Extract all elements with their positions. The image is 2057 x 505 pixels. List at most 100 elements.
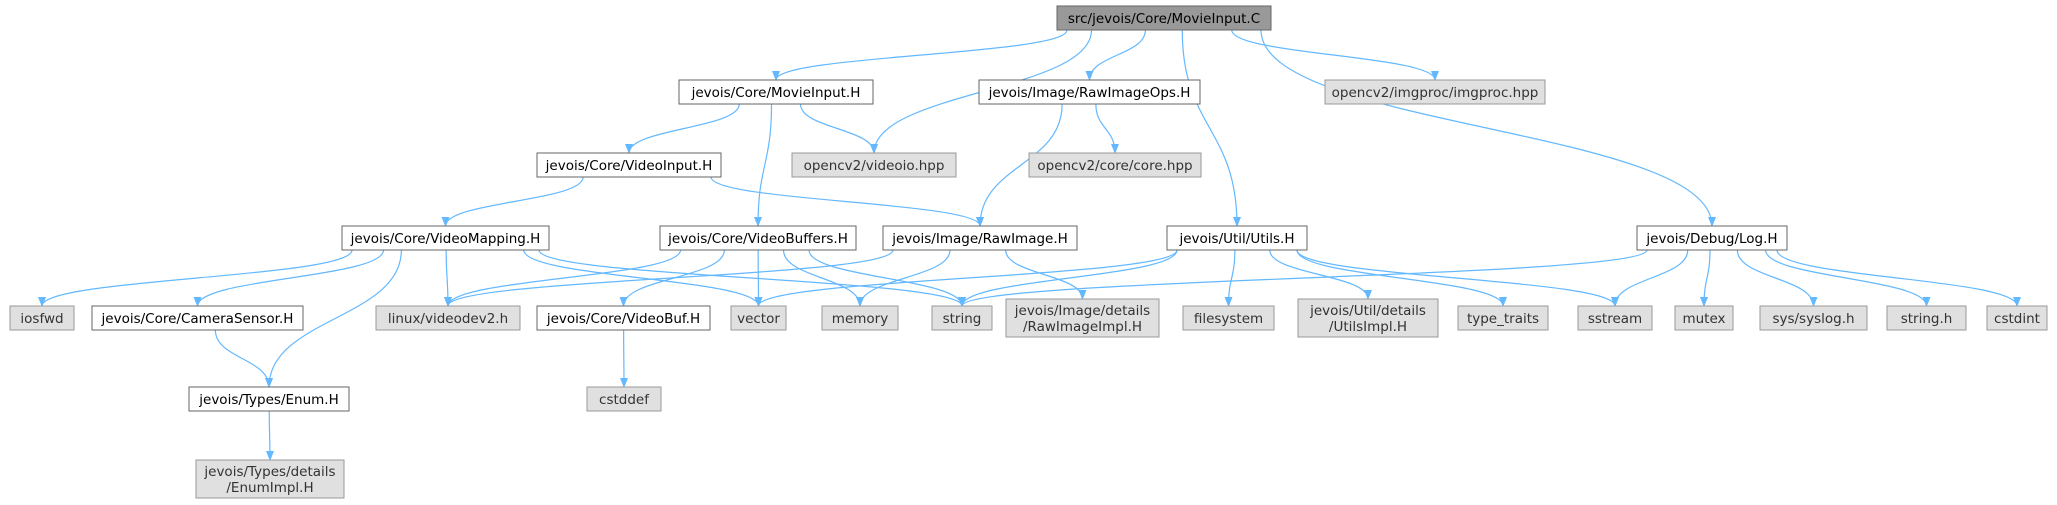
node-utils[interactable]: jevois/Util/Utils.H xyxy=(1166,225,1308,251)
node-label: jevois/Core/VideoBuffers.H xyxy=(667,231,848,247)
node-rawimageops[interactable]: jevois/Image/RawImageOps.H xyxy=(978,79,1201,105)
edge-root-to-rawimageops xyxy=(1085,29,1146,81)
node-string: string xyxy=(931,305,993,331)
node-opencvvideoio: opencv2/videoio.hpp xyxy=(791,152,957,178)
node-box xyxy=(678,79,874,105)
node-label: /UtilsImpl.H xyxy=(1329,319,1407,335)
edge-videoinputh-to-videomapping xyxy=(441,176,584,227)
node-videobuffers[interactable]: jevois/Core/VideoBuffers.H xyxy=(659,225,857,251)
node-utilsimpl: jevois/Util/details/UtilsImpl.H xyxy=(1297,298,1439,338)
edge-videomapping-to-iosfwd xyxy=(38,249,353,307)
edge-videomapping-to-camerasensor xyxy=(193,249,385,307)
edge-utils-to-sstream xyxy=(1296,249,1619,307)
node-label: jevois/Image/RawImage.H xyxy=(891,231,1068,247)
node-box xyxy=(1636,225,1788,251)
node-enumh[interactable]: jevois/Types/Enum.H xyxy=(188,386,350,412)
edge-root-to-opencvimgproc xyxy=(1231,29,1439,81)
node-box xyxy=(1182,305,1275,331)
edge-log-to-stringh xyxy=(1765,249,1931,307)
node-opencvimgproc: opencv2/imgproc/imgproc.hpp xyxy=(1324,79,1546,105)
edge-log-to-string xyxy=(958,249,1648,307)
edge-log-to-sstream xyxy=(1611,249,1689,307)
edge-rawimage-to-memory xyxy=(856,249,951,307)
node-label: jevois/Image/details xyxy=(1014,303,1150,319)
node-box xyxy=(730,305,787,331)
edge-rawimageops-to-opencvcore xyxy=(1095,103,1119,154)
edge-rawimage-to-videodev2 xyxy=(444,249,894,307)
node-box xyxy=(91,305,304,331)
node-label: jevois/Types/Enum.H xyxy=(198,392,338,408)
node-filesystem: filesystem xyxy=(1182,305,1275,331)
edge-camerasensor-to-enumh xyxy=(214,329,273,388)
node-label: cstddef xyxy=(599,392,650,408)
edge-movieinputh-to-videoinputh xyxy=(625,103,740,154)
node-label: /EnumImpl.H xyxy=(226,480,313,496)
node-box xyxy=(375,305,521,331)
node-label: linux/videodev2.h xyxy=(388,311,508,327)
node-log[interactable]: jevois/Debug/Log.H xyxy=(1636,225,1788,251)
node-box xyxy=(1297,298,1439,338)
node-stringh: string.h xyxy=(1886,305,1967,331)
edge-layer xyxy=(38,29,2021,461)
node-box xyxy=(1577,305,1653,331)
node-label: cstdint xyxy=(1994,311,2040,327)
node-box xyxy=(931,305,993,331)
edge-utils-to-typetraits xyxy=(1296,249,1507,307)
node-mutex: mutex xyxy=(1674,305,1734,331)
node-label: jevois/Core/VideoMapping.H xyxy=(350,231,541,247)
node-label: iosfwd xyxy=(20,311,63,327)
node-box xyxy=(791,152,957,178)
node-label: jevois/Util/Utils.H xyxy=(1178,231,1294,247)
node-camerasensor[interactable]: jevois/Core/CameraSensor.H xyxy=(91,305,304,331)
node-sstream: sstream xyxy=(1577,305,1653,331)
node-vector: vector xyxy=(730,305,787,331)
node-box xyxy=(586,386,662,412)
node-box xyxy=(1056,5,1272,31)
node-rawimage[interactable]: jevois/Image/RawImage.H xyxy=(882,225,1078,251)
node-videoinputh[interactable]: jevois/Core/VideoInput.H xyxy=(536,152,722,178)
node-label: jevois/Core/MovieInput.H xyxy=(691,85,861,101)
node-label: sys/syslog.h xyxy=(1772,311,1854,327)
node-iosfwd: iosfwd xyxy=(9,305,75,331)
node-label: jevois/Types/details xyxy=(203,464,335,480)
node-cstdint: cstdint xyxy=(1986,305,2048,331)
node-cstddef: cstddef xyxy=(586,386,662,412)
node-root[interactable]: src/jevois/Core/MovieInput.C xyxy=(1056,5,1272,31)
node-box xyxy=(1457,305,1549,331)
node-box xyxy=(659,225,857,251)
node-box xyxy=(1005,298,1160,338)
node-label: jevois/Core/CameraSensor.H xyxy=(101,311,294,327)
edge-movieinputh-to-videobuffers xyxy=(754,103,773,227)
node-box xyxy=(821,305,899,331)
node-label: src/jevois/Core/MovieInput.C xyxy=(1068,11,1260,27)
node-memory: memory xyxy=(821,305,899,331)
node-label: opencv2/imgproc/imgproc.hpp xyxy=(1332,85,1539,101)
edge-utils-to-vector xyxy=(754,249,1178,307)
node-box xyxy=(536,152,722,178)
node-videobuf[interactable]: jevois/Core/VideoBuf.H xyxy=(536,305,711,331)
node-box xyxy=(1674,305,1734,331)
node-videodev2: linux/videodev2.h xyxy=(375,305,521,331)
node-syslog: sys/syslog.h xyxy=(1759,305,1868,331)
edge-videomapping-to-vector xyxy=(523,249,763,307)
node-label: jevois/Debug/Log.H xyxy=(1645,231,1777,247)
node-label: vector xyxy=(737,311,780,327)
node-opencvcore: opencv2/core/core.hpp xyxy=(1028,152,1202,178)
node-rawimageimpl: jevois/Image/details/RawImageImpl.H xyxy=(1005,298,1160,338)
edge-utils-to-utilsimpl xyxy=(1269,249,1372,300)
edge-log-to-mutex xyxy=(1700,249,1711,307)
node-box xyxy=(978,79,1201,105)
edge-videobuffers-to-videodev2 xyxy=(444,249,682,307)
node-movieinputh[interactable]: jevois/Core/MovieInput.H xyxy=(678,79,874,105)
node-enumimpl: jevois/Types/details/EnumImpl.H xyxy=(195,459,345,499)
edge-videoinputh-to-rawimage xyxy=(710,176,984,227)
edge-videomapping-to-enumh xyxy=(265,249,402,388)
node-box xyxy=(195,459,345,499)
node-layer: src/jevois/Core/MovieInput.C jevois/Core/… xyxy=(9,5,2048,499)
node-box xyxy=(1166,225,1308,251)
node-label: jevois/Util/details xyxy=(1309,303,1426,319)
node-typetraits: type_traits xyxy=(1457,305,1549,331)
node-videomapping[interactable]: jevois/Core/VideoMapping.H xyxy=(341,225,550,251)
node-label: jevois/Core/VideoInput.H xyxy=(545,158,713,174)
